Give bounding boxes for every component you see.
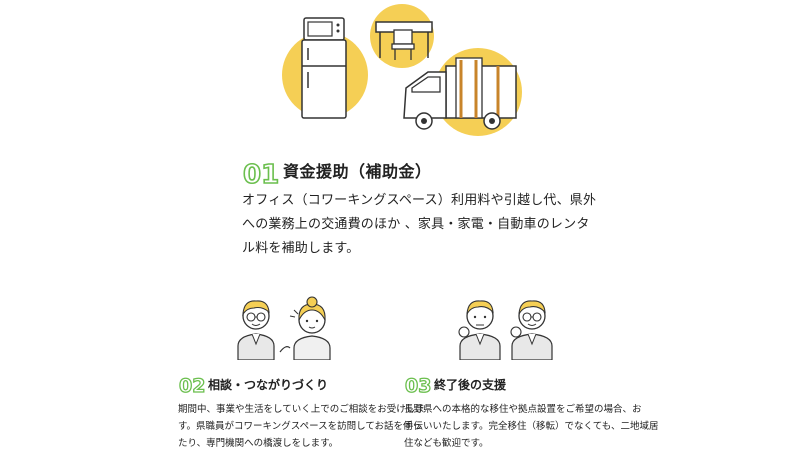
section-number-02: 02 [178, 375, 206, 395]
section-number-text: 01 [243, 160, 279, 186]
section-description: 期間中、事業や生活をしていく上でのご相談をお受けしま す。県職員がコワーキングス… [178, 401, 425, 452]
description-line: ル料を補助します。 [242, 241, 360, 256]
description-line: への業務上の交通費のほか 、家具・家電・自動車のレンタ [242, 217, 590, 232]
description-line: 住なども歓迎です。 [404, 438, 489, 449]
description-line: す。県職員がコワーキングスペースを訪問してお話を伺っ [178, 421, 423, 432]
refrigerator-microwave-illustration [282, 17, 368, 119]
section-description: オフィス（コワーキングスペース）利用料や引越し代、県外 への業務上の交通費のほか… [242, 189, 597, 261]
section-description: 長野県への本格的な移住や拠点設置をご希望の場合、お 手伝いいたします。完全移住（… [404, 401, 659, 452]
description-line: 長野県への本格的な移住や拠点設置をご希望の場合、お [404, 404, 642, 415]
section-number-text: 03 [405, 375, 431, 395]
section-title: 相談・つながりづくり [208, 378, 329, 392]
description-line: オフィス（コワーキングスペース）利用料や引越し代、県外 [242, 193, 597, 208]
hero-illustration [282, 4, 522, 136]
consulting-people-illustration [237, 296, 331, 360]
section-number-text: 02 [179, 375, 205, 395]
section-number-03: 03 [404, 375, 432, 395]
section-number-01: 01 [242, 160, 280, 186]
desk-chair-illustration [370, 4, 434, 68]
moving-truck-illustration [403, 48, 522, 136]
section-title: 終了後の支援 [434, 378, 507, 392]
description-line: たり、専門機関への橋渡しをします。 [178, 438, 339, 449]
section-title: 資金援助（補助金） [283, 162, 432, 181]
description-line: 期間中、事業や生活をしていく上でのご相談をお受けしま [178, 404, 425, 415]
description-line: 手伝いいたします。完全移住（移転）でなくても、二地域居 [404, 421, 659, 432]
support-people-illustration [458, 300, 553, 360]
